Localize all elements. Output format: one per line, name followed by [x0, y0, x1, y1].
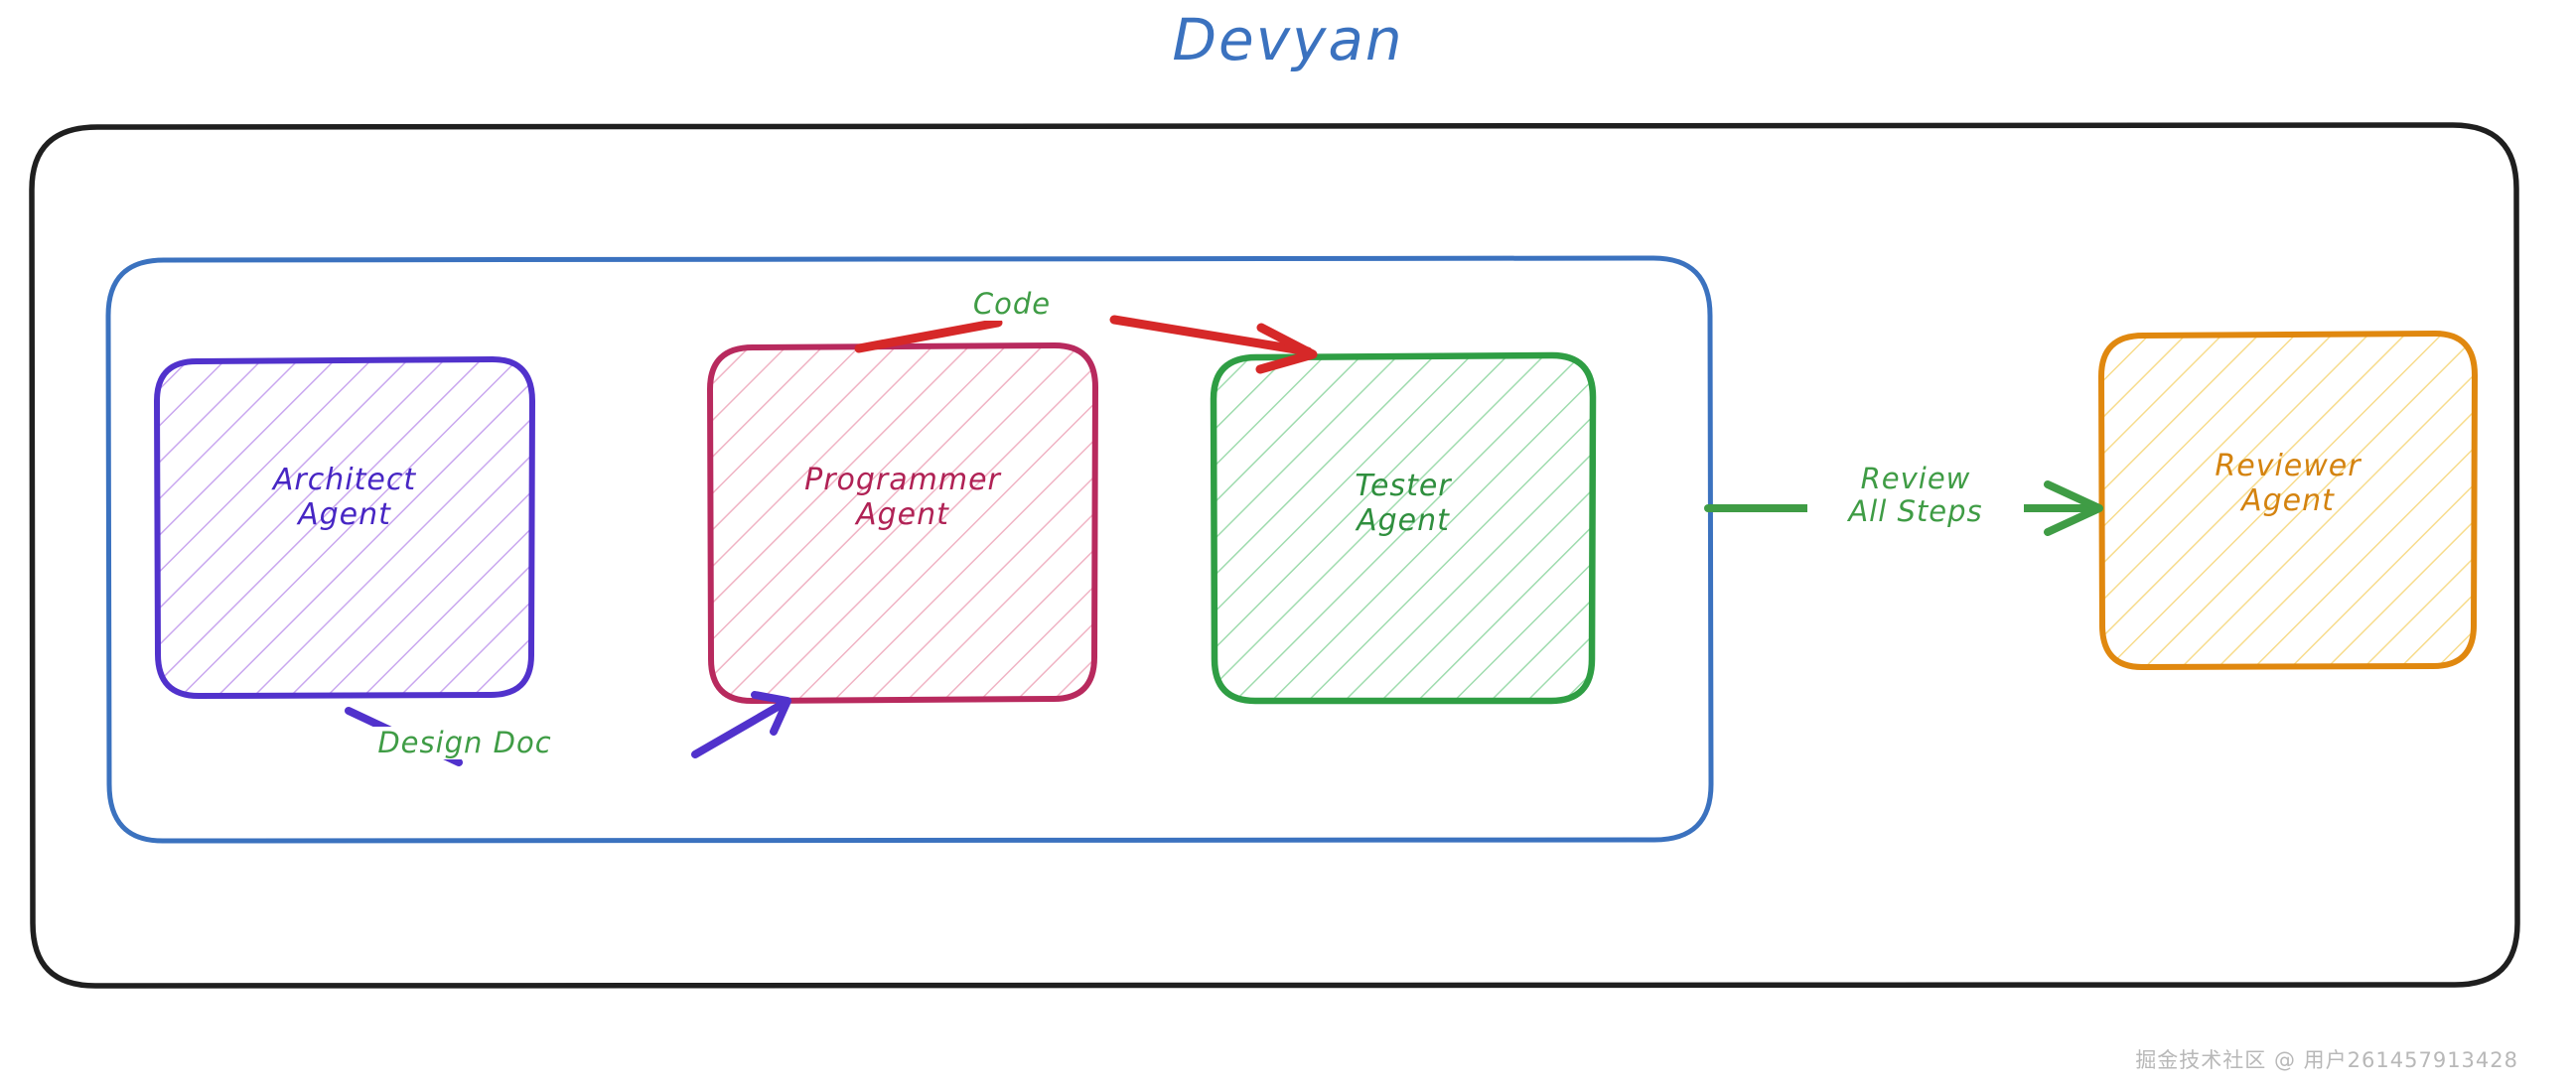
reviewer-fill — [2101, 334, 2475, 667]
watermark: 掘金技术社区 @ 用户261457913428 — [2135, 1048, 2518, 1072]
edge-code — [854, 315, 1318, 374]
programmer-border — [707, 342, 1098, 704]
tester-fill — [1214, 355, 1593, 701]
design-doc-arrowhead — [751, 691, 791, 736]
architect-border — [154, 356, 535, 699]
node-reviewer[interactable] — [2098, 331, 2478, 670]
page-title: Devyan — [1172, 6, 1404, 73]
review-arrowhead — [2044, 480, 2103, 536]
crew-frame — [105, 255, 1714, 844]
node-programmer[interactable] — [707, 342, 1098, 704]
node-architect[interactable] — [154, 356, 535, 699]
programmer-fill — [710, 345, 1095, 701]
reviewer-border — [2098, 331, 2478, 670]
outer-frame — [29, 122, 2520, 989]
edge-design-doc — [345, 691, 791, 766]
tester-border — [1210, 351, 1597, 705]
code-arrowhead — [1255, 323, 1318, 374]
node-tester[interactable] — [1210, 351, 1597, 705]
architect-fill — [157, 359, 532, 697]
edge-review-all-steps — [1704, 480, 2103, 536]
